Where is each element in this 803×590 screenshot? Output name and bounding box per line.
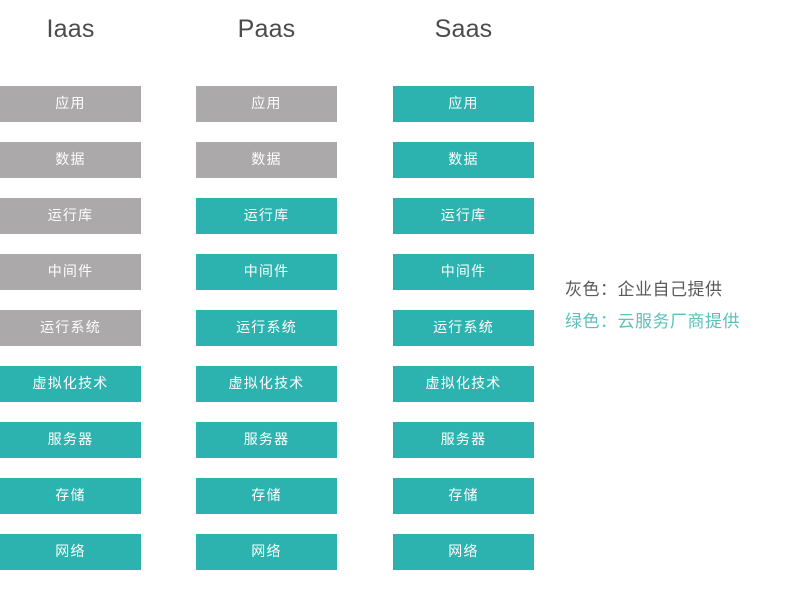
layer-block: 运行库 xyxy=(0,198,141,234)
layer-block: 网络 xyxy=(0,534,141,570)
stack-column-saas: 应用 数据 运行库 中间件 运行系统 虚拟化技术 服务器 存储 网络 xyxy=(393,86,534,590)
layer-block: 服务器 xyxy=(0,422,141,458)
layer-block: 运行系统 xyxy=(0,310,141,346)
layer-block: 中间件 xyxy=(393,254,534,290)
layer-block: 运行系统 xyxy=(196,310,337,346)
layer-block: 应用 xyxy=(0,86,141,122)
legend-item-gray: 灰色：企业自己提供 xyxy=(565,280,723,300)
legend-item-teal: 绿色：云服务厂商提供 xyxy=(565,312,740,332)
layer-block: 存储 xyxy=(0,478,141,514)
layer-block: 运行库 xyxy=(393,198,534,234)
layer-block: 虚拟化技术 xyxy=(196,366,337,402)
layer-block: 网络 xyxy=(196,534,337,570)
stack-column-iaas: 应用 数据 运行库 中间件 运行系统 虚拟化技术 服务器 存储 网络 xyxy=(0,86,141,590)
stack-column-paas: 应用 数据 运行库 中间件 运行系统 虚拟化技术 服务器 存储 网络 xyxy=(196,86,337,590)
layer-block: 虚拟化技术 xyxy=(0,366,141,402)
layer-block: 服务器 xyxy=(196,422,337,458)
layer-block: 中间件 xyxy=(0,254,141,290)
legend: 灰色：企业自己提供 绿色：云服务厂商提供 xyxy=(565,274,803,338)
layer-block: 运行系统 xyxy=(393,310,534,346)
column-header-saas: Saas xyxy=(434,15,493,43)
layer-block: 数据 xyxy=(393,142,534,178)
column-header-iaas: Iaas xyxy=(46,15,95,43)
layer-block: 虚拟化技术 xyxy=(393,366,534,402)
column-header-paas: Paas xyxy=(237,15,296,43)
layer-block: 网络 xyxy=(393,534,534,570)
layer-block: 数据 xyxy=(0,142,141,178)
diagram-canvas: Iaas Paas Saas 应用 数据 运行库 中间件 运行系统 虚拟化技术 … xyxy=(0,15,803,570)
layer-block: 存储 xyxy=(393,478,534,514)
layer-block: 应用 xyxy=(393,86,534,122)
layer-block: 运行库 xyxy=(196,198,337,234)
layer-block: 服务器 xyxy=(393,422,534,458)
layer-block: 存储 xyxy=(196,478,337,514)
layer-block: 应用 xyxy=(196,86,337,122)
layer-block: 数据 xyxy=(196,142,337,178)
layer-block: 中间件 xyxy=(196,254,337,290)
